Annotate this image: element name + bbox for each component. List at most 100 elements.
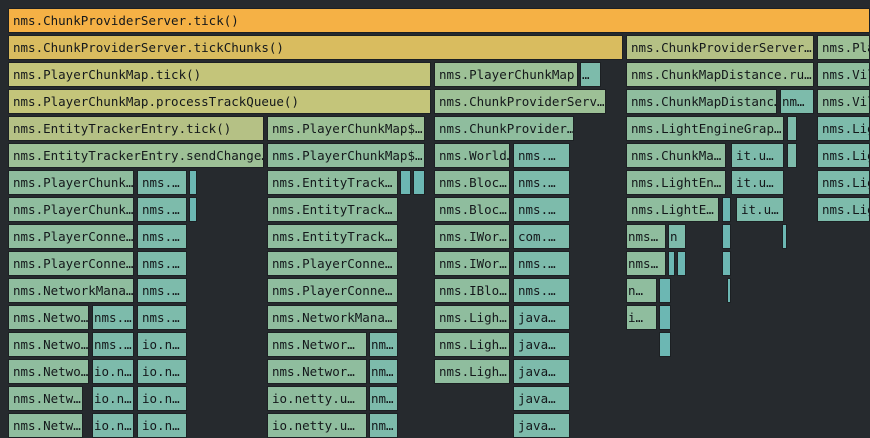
flame-frame[interactable] <box>659 305 671 330</box>
flame-frame[interactable]: nms.LightE… <box>626 197 719 222</box>
flame-frame[interactable] <box>782 224 787 249</box>
flame-frame[interactable]: nms.Netw… <box>8 413 83 438</box>
flame-frame[interactable] <box>727 278 731 303</box>
flame-frame[interactable]: nm… <box>369 413 398 438</box>
flame-frame[interactable]: nms.PlayerConne… <box>267 278 398 303</box>
flame-frame[interactable]: it.u… <box>731 170 784 195</box>
flame-frame[interactable]: nms.NetworkMana… <box>267 305 398 330</box>
flame-frame[interactable] <box>189 170 197 195</box>
flame-frame[interactable]: nms.ChunkProviderServer.tick() <box>8 8 870 33</box>
flame-frame[interactable] <box>722 197 731 222</box>
flame-frame[interactable] <box>413 170 425 195</box>
flame-frame[interactable]: nms.Ligh… <box>434 332 510 357</box>
flame-frame[interactable]: io.n… <box>137 386 187 411</box>
flame-frame[interactable]: nms.PlayerChunkMap.tick() <box>8 62 431 87</box>
flame-frame[interactable]: nm… <box>780 89 814 114</box>
flame-frame[interactable]: nms.Play <box>817 35 870 60</box>
flame-frame[interactable]: nms.EntityTrack… <box>267 170 398 195</box>
flame-frame[interactable]: nms.Bloc… <box>434 197 510 222</box>
flame-frame[interactable]: nms.PlayerChunk… <box>8 170 134 195</box>
flame-frame[interactable] <box>400 170 411 195</box>
flame-frame[interactable]: io.netty.u… <box>267 413 367 438</box>
flame-frame[interactable]: nms.ChunkProviderServer… <box>626 35 814 60</box>
flame-frame[interactable]: n <box>668 224 686 249</box>
flame-frame[interactable] <box>787 116 797 141</box>
flame-frame[interactable]: nms.PlayerConne… <box>267 251 398 276</box>
flame-frame[interactable]: nms.IBlo… <box>434 278 510 303</box>
flame-frame[interactable]: java… <box>513 359 570 384</box>
flame-frame[interactable]: nms.… <box>137 305 187 330</box>
flame-frame[interactable]: nms.… <box>92 332 134 357</box>
flame-frame[interactable]: nms.Ligh… <box>434 359 510 384</box>
flame-frame[interactable]: nms.Vil <box>817 89 870 114</box>
flame-frame[interactable]: nms.Ligh… <box>434 305 510 330</box>
flame-frame[interactable]: nms.LightEn… <box>626 170 726 195</box>
flame-frame[interactable]: nms.PlayerChunkMap.processTrackQueue() <box>8 89 431 114</box>
flame-frame[interactable] <box>722 251 731 276</box>
flame-frame[interactable]: nms.… <box>513 251 570 276</box>
flame-frame[interactable]: io.n… <box>92 359 134 384</box>
flame-frame[interactable]: nms.ChunkMapDistance.ru… <box>626 62 814 87</box>
flame-frame[interactable] <box>787 143 797 168</box>
flame-frame[interactable]: nms.EntityTrackerEntry.sendChange… <box>8 143 264 168</box>
flame-frame[interactable]: nms.… <box>137 251 187 276</box>
flame-frame[interactable]: nms.PlayerConne… <box>8 251 134 276</box>
flame-frame[interactable]: nms.PlayerChunkMap.fo… <box>434 62 578 87</box>
flame-frame[interactable]: io.n… <box>137 413 187 438</box>
flame-frame[interactable]: nms.Ligh <box>817 197 870 222</box>
flame-frame[interactable]: nms.World… <box>434 143 510 168</box>
flame-frame[interactable] <box>659 332 671 357</box>
flame-frame[interactable]: nms.Netw… <box>8 386 83 411</box>
flame-frame[interactable]: nms.… <box>513 143 570 168</box>
flame-frame[interactable]: it.u… <box>731 143 784 168</box>
flame-frame[interactable]: nms.ChunkMapDistanc… <box>626 89 777 114</box>
flame-frame[interactable]: java… <box>513 413 570 438</box>
flame-frame[interactable]: nms.Netwo… <box>8 359 89 384</box>
flame-frame[interactable]: io.n… <box>137 332 187 357</box>
flame-frame[interactable]: nms.ChunkProvider… <box>434 116 574 141</box>
flame-frame[interactable]: com.… <box>513 224 570 249</box>
flame-frame[interactable]: nms.Networ… <box>267 332 367 357</box>
flame-frame[interactable]: nms.Vil <box>817 62 870 87</box>
flame-frame[interactable]: nms.Netwo… <box>8 305 89 330</box>
flame-frame[interactable]: nms.Ligh <box>817 116 870 141</box>
flame-frame[interactable] <box>677 251 686 276</box>
flame-frame[interactable]: nms.Networ… <box>267 359 367 384</box>
flame-frame[interactable]: nms.ChunkProviderServer.tickChunks() <box>8 35 623 60</box>
flame-frame[interactable]: nms… <box>626 224 666 249</box>
flame-frame[interactable]: nms.IWor… <box>434 224 510 249</box>
flame-frame[interactable]: nms.ChunkProviderServ… <box>434 89 606 114</box>
flame-frame[interactable]: nms.… <box>137 170 187 195</box>
flame-frame[interactable] <box>722 224 731 249</box>
flame-frame[interactable]: nms.… <box>513 170 570 195</box>
flame-frame[interactable]: nms.… <box>92 305 134 330</box>
flame-frame[interactable]: nms.ChunkMa… <box>626 143 726 168</box>
flame-frame[interactable]: nms.PlayerChunk… <box>8 197 134 222</box>
flame-frame[interactable]: nms.… <box>137 224 187 249</box>
flame-frame[interactable]: nms.LightEngineGrap… <box>626 116 784 141</box>
flame-frame[interactable]: nms.NetworkMana… <box>8 278 134 303</box>
flame-frame[interactable]: nms.PlayerChunkMap$… <box>267 143 425 168</box>
flame-frame[interactable]: io.n… <box>92 413 134 438</box>
flame-frame[interactable] <box>668 251 675 276</box>
flame-frame[interactable]: … <box>580 62 601 87</box>
flame-frame[interactable]: nm… <box>369 359 398 384</box>
flame-frame[interactable]: io.n… <box>92 386 134 411</box>
flame-frame[interactable] <box>659 278 671 303</box>
flame-frame[interactable]: nms.EntityTrack… <box>267 224 398 249</box>
flame-frame[interactable]: nm… <box>369 386 398 411</box>
flame-frame[interactable]: io.netty.u… <box>267 386 367 411</box>
flame-frame[interactable]: java… <box>513 386 570 411</box>
flame-frame[interactable]: i… <box>626 305 657 330</box>
flame-frame[interactable] <box>189 197 197 222</box>
flame-frame[interactable]: nms.Bloc… <box>434 170 510 195</box>
flame-frame[interactable]: it.u… <box>736 197 784 222</box>
flame-frame[interactable]: java… <box>513 332 570 357</box>
flame-frame[interactable]: nms.EntityTrackerEntry.tick() <box>8 116 264 141</box>
flame-frame[interactable]: nm… <box>369 332 398 357</box>
flame-frame[interactable]: io.n… <box>137 359 187 384</box>
flame-frame[interactable]: nms.IWor… <box>434 251 510 276</box>
flame-frame[interactable]: nms.PlayerChunkMap$… <box>267 116 425 141</box>
flame-frame[interactable]: nms.… <box>513 278 570 303</box>
